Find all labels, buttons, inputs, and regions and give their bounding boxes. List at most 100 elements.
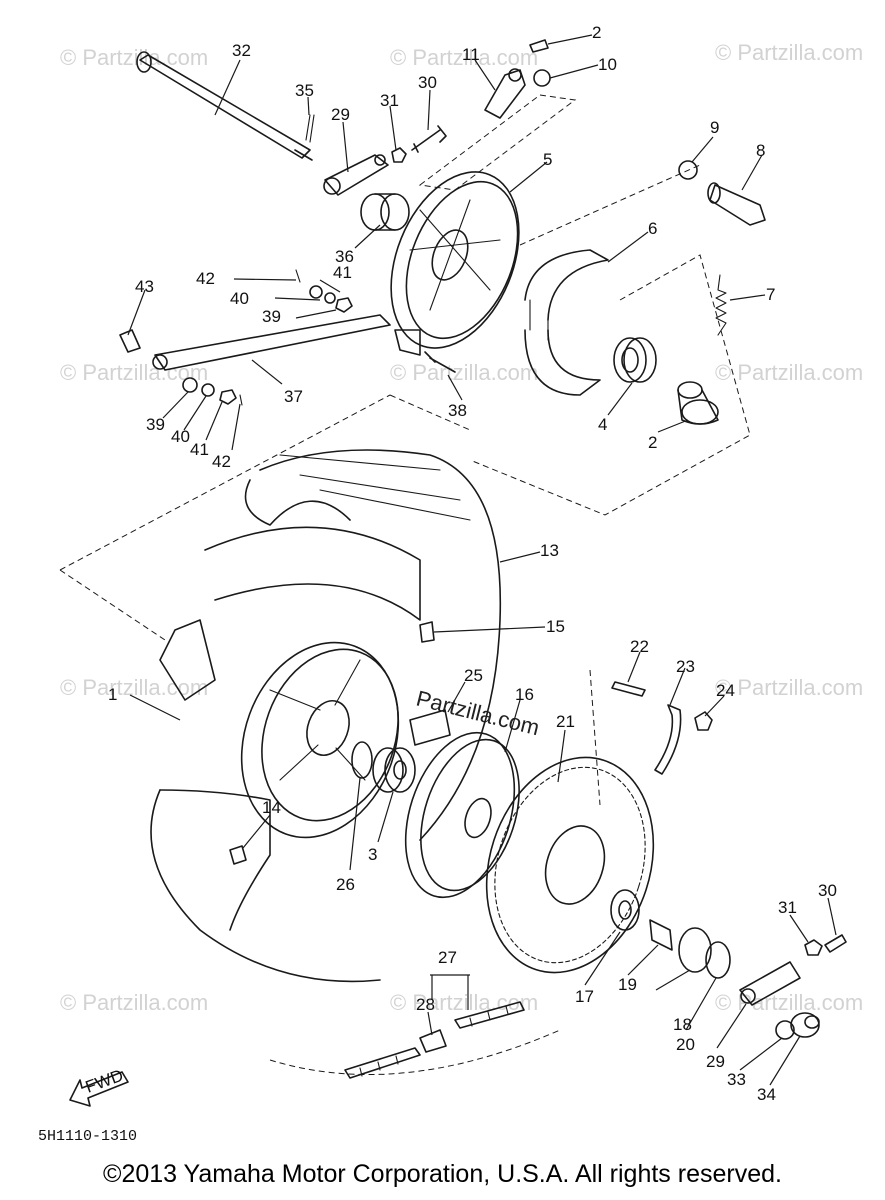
chain-puller-right: [739, 961, 801, 1006]
brake-spring: [715, 274, 727, 336]
diagram-code: 5H1110-1310: [38, 1128, 137, 1145]
callout-24: 24: [716, 681, 735, 700]
axle-nut: [790, 1012, 820, 1038]
callout-9: 9: [710, 118, 719, 137]
callout-36: 36: [335, 247, 354, 266]
washer: [775, 1020, 795, 1040]
watermark: © Partzilla.com: [390, 45, 538, 70]
watermark: © Partzilla.com: [715, 675, 863, 700]
collar: [677, 381, 719, 425]
callout-29: 29: [706, 1052, 725, 1071]
callout-22: 22: [630, 637, 649, 656]
callout-26: 26: [336, 875, 355, 894]
valve: [419, 621, 435, 643]
lock-washer: [533, 69, 551, 87]
nut: [335, 297, 353, 313]
callout-37: 37: [284, 387, 303, 406]
wheel-hub: [159, 526, 421, 839]
callout-30: 30: [418, 73, 437, 92]
forward-arrow: FWD: [69, 1066, 129, 1107]
watermark: © Partzilla.com: [390, 360, 538, 385]
brake-camshaft: [707, 182, 766, 226]
lock-washer: [654, 704, 682, 775]
tension-bar-bracket: [484, 68, 526, 119]
callout-19: 19: [618, 975, 637, 994]
cotter-pin: [305, 114, 315, 143]
callout-41: 41: [333, 263, 352, 282]
callout-15: 15: [546, 617, 565, 636]
chain-joint: [419, 1029, 447, 1053]
watermark-layer: © Partzilla.com © Partzilla.com © Partzi…: [60, 40, 863, 1015]
callout-34: 34: [757, 1085, 776, 1104]
nut: [694, 711, 713, 731]
callout-25: 25: [464, 666, 483, 685]
callout-11: 11: [462, 45, 480, 64]
spring-washer: [201, 383, 215, 397]
watermark: © Partzilla.com: [715, 40, 863, 65]
watermark: © Partzilla.com: [715, 990, 863, 1015]
brake-shoes: [524, 249, 609, 396]
watermark: © Partzilla.com: [60, 360, 208, 385]
callout-3: 3: [368, 845, 377, 864]
callout-29: 29: [331, 105, 350, 124]
callout-42: 42: [196, 269, 215, 288]
bolt: [529, 39, 549, 53]
bolt: [229, 845, 247, 865]
callout-20: 20: [676, 1035, 695, 1054]
watermark: © Partzilla.com: [60, 45, 208, 70]
assembly-outlines: [59, 94, 751, 1075]
callout-18: 18: [673, 1015, 692, 1034]
chain-puller-left: [323, 154, 389, 196]
callout-10: 10: [598, 55, 617, 74]
cotter-pin: [295, 269, 301, 283]
cotter-pin: [239, 394, 243, 406]
callout-30: 30: [818, 881, 837, 900]
watermark: © Partzilla.com: [715, 360, 863, 385]
callout-35: 35: [295, 81, 314, 100]
rear-axle: [136, 51, 313, 161]
callout-7: 7: [766, 285, 775, 304]
callout-labels: 1 2 2 3 4 5 6 7 8 9 10 11 13 14 15 16 17…: [108, 23, 837, 1104]
bearing: [372, 747, 416, 793]
bolt: [424, 351, 456, 373]
driven-sprocket: [485, 756, 655, 974]
clutch-hub: [404, 731, 520, 899]
watermark: © Partzilla.com: [60, 990, 208, 1015]
washer: [678, 160, 698, 180]
callout-43: 43: [135, 277, 154, 296]
oil-seal: [678, 927, 712, 973]
callout-2: 2: [648, 433, 657, 452]
spring-washer: [324, 292, 336, 304]
callout-6: 6: [648, 219, 657, 238]
callout-8: 8: [756, 141, 765, 160]
bearing: [613, 337, 657, 383]
stud-bolt: [611, 681, 646, 697]
watermark: © Partzilla.com: [390, 990, 538, 1015]
circlip: [705, 941, 731, 979]
callout-13: 13: [540, 541, 559, 560]
callout-38: 38: [448, 401, 467, 420]
callout-32: 32: [232, 41, 251, 60]
bolt: [824, 934, 847, 953]
collar: [649, 919, 673, 951]
bolt: [411, 125, 447, 153]
callout-41: 41: [190, 440, 209, 459]
callout-40: 40: [230, 289, 249, 308]
leader-lines: [127, 34, 837, 1086]
callout-1: 1: [108, 685, 117, 704]
callout-31: 31: [778, 898, 797, 917]
drive-chain: [344, 1001, 525, 1079]
callout-21: 21: [556, 712, 575, 731]
callout-27: 27: [438, 948, 457, 967]
bolt: [119, 329, 141, 353]
bearing: [610, 889, 640, 931]
callout-42: 42: [212, 452, 231, 471]
watermark: © Partzilla.com: [60, 675, 208, 700]
tire: [150, 449, 502, 983]
nut: [391, 147, 407, 163]
tension-bar: [152, 314, 391, 371]
nut: [219, 389, 237, 405]
callout-16: 16: [515, 685, 534, 704]
callout-39: 39: [262, 307, 281, 326]
